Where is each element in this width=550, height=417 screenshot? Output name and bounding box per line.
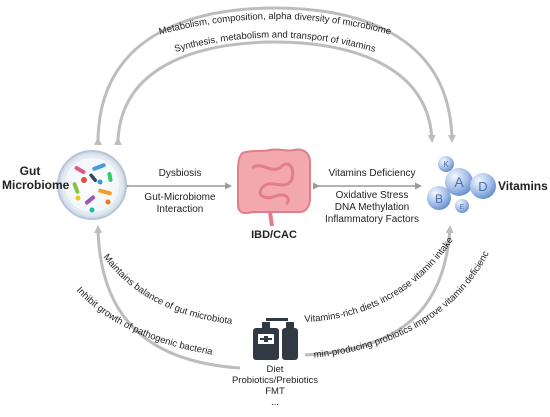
mechanisms-label: Oxidative Stress DNA Methylation Inflamm… (325, 190, 419, 225)
petri-dish-bacteria-icon (57, 150, 127, 220)
gut-microbiome-label: Gut Microbiome (2, 164, 70, 192)
intervention-probiotics: Probiotics/Prebiotics (231, 375, 319, 386)
intestine-icon (237, 148, 311, 227)
medicine-bottles-icon (253, 318, 298, 360)
bottom-left-arrow (94, 225, 241, 370)
top-outer-arrow (93, 6, 456, 146)
arc-label-left-inner: Maintains balance of gut microbiota (101, 252, 234, 327)
vitamin-bubbles-icon: K A D B E (427, 156, 496, 213)
gut-microbiome-interaction-label: Gut-Microbiome Interaction (144, 192, 216, 215)
vitamin-d-letter: D (478, 179, 487, 194)
intervention-more: ... (271, 397, 279, 408)
vitamin-b-letter: B (435, 192, 443, 206)
intervention-diet: Diet (266, 364, 284, 375)
vitamin-e-letter: E (460, 204, 465, 211)
vitamins-label: Vitamins (498, 179, 548, 193)
dysbiosis-label: Dysbiosis (158, 168, 202, 179)
vitamin-k-letter: K (443, 160, 449, 169)
ibd-cac-label: IBD/CAC (251, 229, 297, 241)
interventions-list: Diet Probiotics/Prebiotics FMT ... (220, 364, 330, 408)
vitamin-a-letter: A (454, 174, 464, 190)
intervention-fmt: FMT (265, 386, 285, 397)
bottom-right-arrow (304, 225, 454, 357)
top-inner-arrow (113, 40, 436, 146)
vitamins-deficiency-label: Vitamins Deficiency (328, 168, 416, 179)
